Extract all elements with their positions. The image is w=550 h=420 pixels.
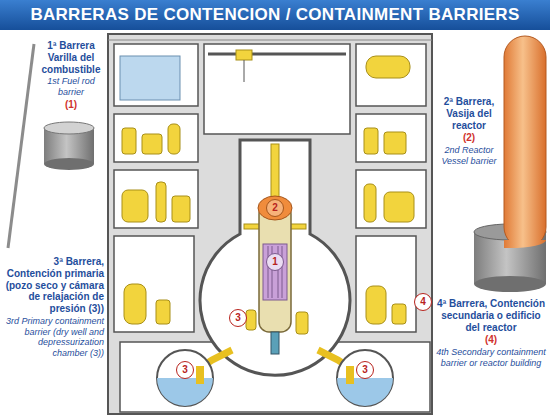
callout-group: 3ª Barrera, Contención primaria (pozo se… bbox=[4, 256, 104, 358]
callout-circle: 3 bbox=[229, 309, 247, 327]
barrier-label: 2ª Barrera, Vasija del reactor bbox=[436, 96, 502, 131]
barrier-translation: 4th Secondary containment barrier or rea… bbox=[436, 347, 546, 368]
title-band: BARRERAS DE CONTENCION / CONTAINMENT BAR… bbox=[0, 0, 550, 30]
barrier-translation: 2nd Reactor Vessel barrier bbox=[436, 145, 502, 166]
title-bar bbox=[0, 0, 550, 30]
barrier-label: 1ª Barrera Varilla del combustible bbox=[38, 40, 104, 75]
callout-circle: 4 bbox=[414, 293, 432, 311]
callout-number: 2 bbox=[272, 203, 278, 213]
diagram-title: BARRERAS DE CONTENCION / CONTAINMENT BAR… bbox=[30, 5, 519, 25]
callout-number: 3 bbox=[235, 313, 241, 323]
reactor-building bbox=[108, 34, 432, 414]
callout-number: 3 bbox=[362, 365, 368, 375]
callout-circle: 1 bbox=[266, 253, 284, 271]
callout-number: 4 bbox=[420, 297, 426, 307]
callout-number: (1) bbox=[38, 99, 104, 111]
callout-group: 2ª Barrera, Vasija del reactor(2)2nd Rea… bbox=[436, 96, 502, 166]
barrier-label: 3ª Barrera, Contención primaria (pozo se… bbox=[4, 256, 104, 315]
steam-dryer-pipe bbox=[271, 144, 279, 200]
callout-circle: 3 bbox=[176, 361, 194, 379]
barrier-label: 4ª Barrera, Contención secundaria o edif… bbox=[436, 298, 546, 333]
callout-circle: 2 bbox=[266, 199, 284, 217]
barrier-translation: 1st Fuel rod barrier bbox=[38, 76, 104, 97]
callout-number: (2) bbox=[436, 132, 502, 144]
callout-group: 4ª Barrera, Contención secundaria o edif… bbox=[436, 298, 546, 368]
callout-group: 1ª Barrera Varilla del combustible1st Fu… bbox=[38, 40, 104, 111]
drywell bbox=[200, 140, 350, 375]
callout-circle: 3 bbox=[356, 361, 374, 379]
fuel-pellet bbox=[44, 122, 94, 170]
barrier-translation: 3rd Primary containment barrier (dry wel… bbox=[4, 316, 104, 358]
callout-number: 1 bbox=[272, 257, 278, 267]
fuel-rod bbox=[8, 44, 34, 248]
reactor-vessel bbox=[258, 196, 292, 354]
suppression-pool bbox=[157, 350, 393, 406]
callout-number: 3 bbox=[182, 365, 188, 375]
callout-number: (4) bbox=[436, 334, 546, 346]
